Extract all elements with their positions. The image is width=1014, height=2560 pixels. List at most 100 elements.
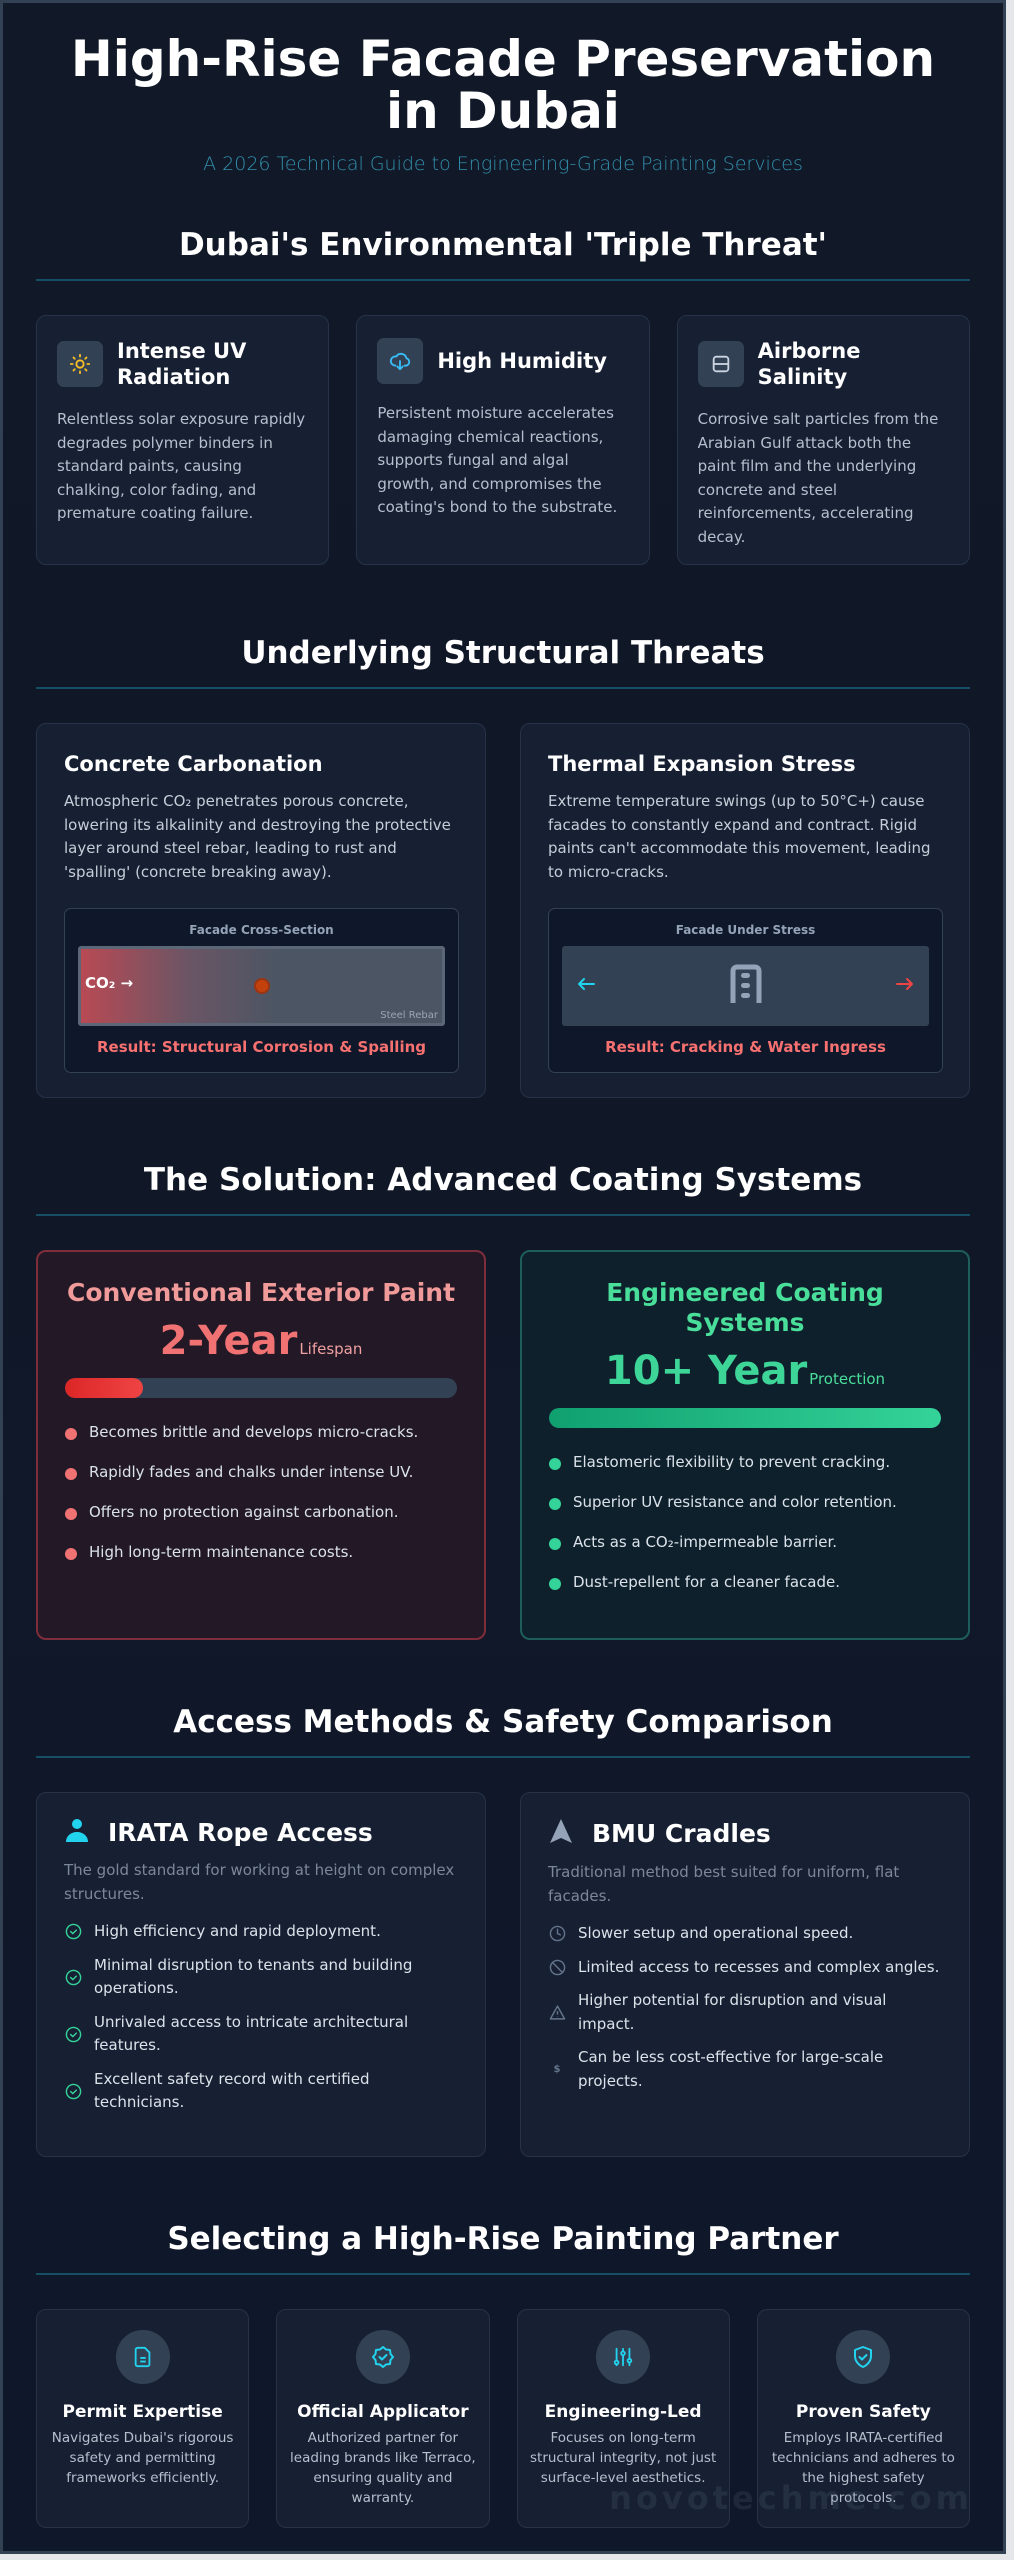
threat-card-humidity: High Humidity Persistent moisture accele… [356,315,650,565]
diagram-label: Facade Cross-Section [189,923,334,937]
partner-title: Proven Safety [795,2402,931,2422]
card-description: The gold standard for working at height … [64,1861,455,1903]
check-circle-icon [64,1969,82,1986]
section-title: Selecting a High-Rise Painting Partner [36,2221,970,2275]
bullet-icon [549,1458,561,1470]
stress-diagram: Facade Under Stress Result: Cracking & W… [548,908,943,1073]
badge-check-icon [355,2330,410,2384]
bullet-icon [549,1498,561,1510]
list-item: Elastomeric flexibility to prevent crack… [549,1452,941,1472]
bullet-icon [549,1538,561,1550]
building-icon [729,963,763,1009]
partner-card-permit: Permit Expertise Navigates Dubai's rigor… [36,2309,250,2528]
page-subtitle: A 2026 Technical Guide to Engineering-Gr… [203,153,803,175]
rebar-icon [253,978,270,994]
list-item: $Can be less cost-effective for large-sc… [548,2046,942,2093]
sliders-icon [596,2330,651,2384]
list-item: Becomes brittle and develops micro-crack… [65,1422,457,1442]
threat-title: High Humidity [437,349,607,373]
structural-threats-section: Underlying Structural Threats Concrete C… [36,635,970,1098]
partner-card-engineering: Engineering-Led Focuses on long-term str… [516,2309,730,2528]
list-item: Minimal disruption to tenants and buildi… [64,1954,458,2001]
ban-icon [548,1959,566,1976]
threat-title: Intense UV Radiation [117,339,247,389]
lifespan-bar [65,1378,457,1398]
check-circle-icon [64,2026,82,2043]
threat-body: Relentless solar exposure rapidly degrad… [57,410,306,522]
warning-icon [548,2004,566,2021]
benefits-list: Elastomeric flexibility to prevent crack… [549,1452,941,1592]
cloud-drizzle-icon [377,338,424,384]
bullet-icon [65,1428,77,1440]
threat-body: Corrosive salt particles from the Arabia… [697,410,939,546]
list-item: Limited access to recesses and complex a… [548,1956,942,1980]
metric-value: 10+ Year [604,1348,808,1394]
bullet-icon [65,1468,77,1480]
bullet-icon [549,1578,561,1590]
protection-bar-fill [549,1408,941,1428]
list-item: High long-term maintenance costs. [65,1542,457,1562]
page-title: High-Rise Facade Preservation in Dubai [70,30,936,140]
watermark: novotechme.com [609,2479,973,2517]
section-title: Dubai's Environmental 'Triple Threat' [36,227,970,281]
check-circle-icon [64,1923,82,1940]
threat-card-uv: Intense UV Radiation Relentless solar ex… [36,315,330,565]
partner-title: Official Applicator [297,2402,469,2422]
threat-card-salinity: Airborne Salinity Corrosive salt particl… [676,315,970,565]
list-item: Offers no protection against carbonation… [65,1502,457,1522]
bmu-cradles-card: BMU Cradles Traditional method best suit… [520,1792,970,2157]
shield-check-icon [836,2330,891,2384]
list-item: Higher potential for disruption and visu… [548,1989,942,2036]
hero: High-Rise Facade Preservation in Dubai A… [36,3,970,175]
cross-section-diagram: Facade Cross-Section CO₂ → Steel Rebar R… [64,908,459,1073]
drawbacks-list: Becomes brittle and develops micro-crack… [65,1422,457,1562]
card-description: Traditional method best suited for unifo… [548,1863,900,1905]
threat-body: Persistent moisture accelerates damaging… [377,404,618,516]
card-title: Thermal Expansion Stress [548,752,856,776]
protection-bar [549,1408,941,1428]
thermal-card: Thermal Expansion Stress Extreme tempera… [520,723,970,1098]
navigation-arrow-icon [548,1817,574,1849]
carbonation-card: Concrete Carbonation Atmospheric CO₂ pen… [36,723,486,1098]
list-item: Rapidly fades and chalks under intense U… [65,1462,457,1482]
partner-body: Employs IRATA-certified technicians and … [771,2430,955,2506]
list-item: Unrivaled access to intricate architectu… [64,2011,458,2058]
bullet-icon [65,1548,77,1560]
rope-access-card: IRATA Rope Access The gold standard for … [36,1792,486,2157]
rope-benefits-list: High efficiency and rapid deployment. Mi… [64,1920,458,2115]
list-item: Slower setup and operational speed. [548,1922,942,1946]
co2-arrow-label: CO₂ → [85,974,134,992]
partner-title: Engineering-Led [544,2402,702,2422]
partner-body: Navigates Dubai's rigorous safety and pe… [51,2430,234,2486]
list-item: Dust-repellent for a cleaner facade. [549,1572,941,1592]
check-circle-icon [64,2083,82,2100]
card-title: Conventional Exterior Paint [66,1278,456,1307]
document-icon [115,2330,170,2384]
salt-layers-icon [697,341,744,387]
list-item: High efficiency and rapid deployment. [64,1920,458,1944]
metric-unit: Protection [809,1370,886,1388]
arrow-right-icon [895,976,915,996]
triple-threat-section: Dubai's Environmental 'Triple Threat' In… [36,227,970,565]
list-item: Acts as a CO₂-impermeable barrier. [549,1532,941,1552]
sun-icon [57,341,103,387]
card-body: Extreme temperature swings (up to 50°C+)… [548,792,931,881]
solution-section: The Solution: Advanced Coating Systems C… [36,1162,970,1640]
card-title: Concrete Carbonation [64,752,323,776]
card-body: Atmospheric CO₂ penetrates porous concre… [64,792,451,881]
threat-title: Airborne Salinity [757,339,861,389]
card-title: IRATA Rope Access [108,1817,373,1847]
section-title: Access Methods & Safety Comparison [36,1704,970,1758]
partner-title: Permit Expertise [62,2402,223,2422]
concrete-cross-section: CO₂ → Steel Rebar [78,946,445,1026]
facade-stress-box [562,946,929,1026]
section-title: The Solution: Advanced Coating Systems [36,1162,970,1216]
access-methods-section: Access Methods & Safety Comparison IRATA… [36,1704,970,2157]
section-title: Underlying Structural Threats [36,635,970,689]
partner-body: Authorized partner for leading brands li… [290,2430,476,2506]
dollar-icon: $ [553,2063,561,2075]
list-item: Superior UV resistance and color retenti… [549,1492,941,1512]
